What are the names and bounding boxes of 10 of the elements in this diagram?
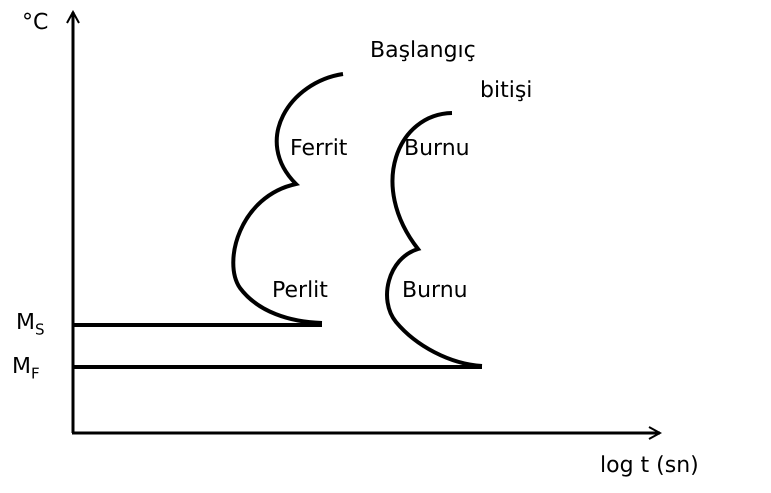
curve-label: bitişi — [480, 80, 532, 102]
region-label: Burnu — [404, 138, 470, 160]
axis-label: M$_{S}$ — [16, 312, 45, 338]
curve-label: Başlangıç — [370, 40, 476, 62]
region-label: Ferrit — [290, 138, 348, 160]
region-label: Burnu — [402, 280, 468, 302]
axis-label: M$_{F}$ — [12, 356, 40, 382]
axis-title: log t (sn) — [600, 455, 699, 477]
unit-label: °C — [22, 12, 48, 34]
region-label: Perlit — [272, 280, 328, 302]
